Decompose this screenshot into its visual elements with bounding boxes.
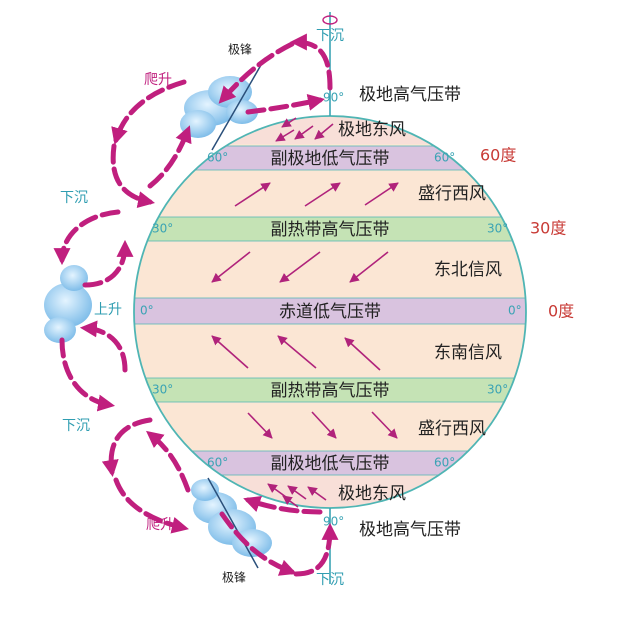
ferrel-cell-north [110, 79, 192, 208]
polar-cell-south [219, 495, 339, 577]
wind-label-se-trade: 东南信风 [434, 343, 502, 363]
cloud-upper [180, 76, 258, 138]
band-label-polar-high-south: 极地高气压带 [359, 520, 461, 540]
wind-labels: 极地东风 盛行西风 东北信风 东南信风 盛行西风 极地东风 [338, 120, 502, 504]
wind-label-westerly-north: 盛行西风 [418, 184, 486, 204]
band-label-equator-low: 赤道低气压带 [279, 302, 381, 322]
band-label-subpolar-low-north: 副极地低气压带 [271, 149, 390, 169]
wind-label-westerly-south: 盛行西风 [418, 419, 486, 439]
rotation-icon [322, 15, 338, 25]
vertical-motion-labels: 下沉 下沉 下沉 下沉 上升 爬升 爬升 极锋 极锋 [60, 28, 344, 588]
polar-front-line-upper [211, 57, 266, 151]
lat-30-south-right: 30° [487, 383, 508, 397]
band-label-subtropical-high-north: 副热带高气压带 [271, 220, 390, 240]
latitude-marks: 90° 60° 60° 30° 30° 0° 0° 30° 30° 60° 60… [140, 91, 522, 529]
hadley-cell-south [59, 320, 128, 412]
lat-60-south-left: 60° [207, 456, 228, 470]
label-rise-left: 上升 [94, 302, 122, 318]
band-label-subpolar-low-south: 副极地低气压带 [271, 454, 390, 474]
polar-easterly-south-arrows [267, 483, 327, 508]
wind-label-polar-easterly-south: 极地东风 [338, 484, 406, 504]
wind-arrows [211, 117, 399, 508]
lat-30-north-right: 30° [487, 222, 508, 236]
wind-label-ne-trade: 东北信风 [434, 260, 502, 280]
label-climb-upper: 爬升 [144, 72, 172, 88]
band-label-subtropical-high-south: 副热带高气压带 [271, 381, 390, 401]
degree-label-60: 60度 [480, 146, 516, 165]
band-subtropical-high-south [134, 378, 526, 402]
label-sink-left-lower: 下沉 [62, 418, 90, 434]
label-sink-left-upper: 下沉 [60, 190, 88, 206]
label-sink-top: 下沉 [316, 28, 344, 44]
se-trade-arrows [211, 335, 381, 371]
circulation-cells [53, 33, 339, 577]
lat-90-south: 90° [323, 515, 344, 529]
lat-0-right: 0° [508, 304, 522, 318]
polar-cell-north [218, 33, 333, 115]
polar-front-line-lower [207, 477, 259, 569]
polar-easterly-north-arrows [275, 117, 334, 142]
lat-60-north-left: 60° [207, 151, 228, 165]
wind-label-polar-easterly-north: 极地东风 [338, 120, 406, 140]
label-climb-lower: 爬升 [146, 517, 174, 533]
lat-30-north-left: 30° [152, 222, 173, 236]
westerly-north-arrows [234, 182, 399, 207]
degree-label-0: 0度 [548, 302, 574, 321]
lat-60-north-right: 60° [434, 151, 455, 165]
degree-labels: 60度 30度 0度 [480, 146, 574, 321]
westerly-south-arrows [247, 411, 398, 439]
lat-30-south-left: 30° [152, 383, 173, 397]
pressure-band-labels: 极地高气压带 副极地低气压带 副热带高气压带 赤道低气压带 副热带高气压带 副极… [271, 85, 462, 540]
cloud-equator [44, 265, 92, 343]
lat-0-left: 0° [140, 304, 154, 318]
band-equator-low [134, 298, 526, 324]
lat-90-north: 90° [323, 91, 344, 105]
label-polar-front-upper: 极锋 [228, 43, 252, 57]
lat-60-south-right: 60° [434, 456, 455, 470]
band-label-polar-high-north: 极地高气压带 [359, 85, 461, 105]
ne-trade-arrows [211, 251, 389, 283]
label-polar-front-lower: 极锋 [222, 571, 246, 585]
hadley-cell-north [53, 209, 134, 288]
degree-label-30: 30度 [530, 219, 566, 238]
ferrel-cell-south [101, 417, 191, 534]
band-subtropical-high-north [134, 217, 526, 241]
label-sink-bottom: 下沉 [316, 572, 344, 588]
